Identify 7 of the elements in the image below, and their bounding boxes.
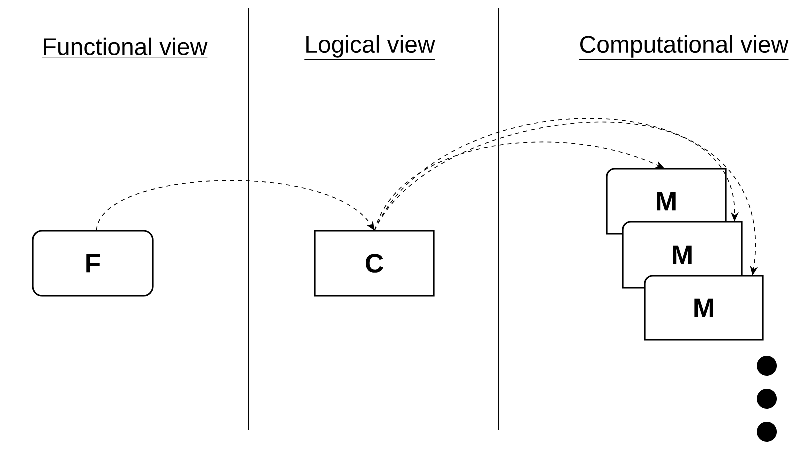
card: M [644,275,764,341]
rounded-box: F [32,230,154,297]
box: C [314,230,435,297]
view-heading: Functional view [42,38,208,58]
arrow [96,180,375,232]
view-heading: Computational view [579,35,789,60]
view-heading: Logical view [304,35,436,60]
